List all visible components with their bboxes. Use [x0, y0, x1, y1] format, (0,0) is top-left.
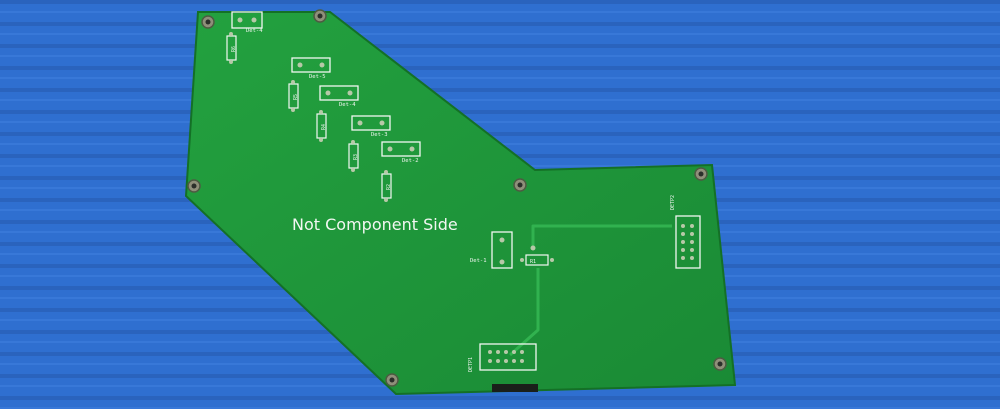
det-5-label: Det-5	[309, 74, 326, 80]
det-footprint	[231, 11, 263, 29]
det-footprint	[381, 141, 421, 157]
connector-shadow	[492, 384, 538, 392]
board-main-label: Not Component Side	[292, 215, 458, 234]
resistor-footprint	[226, 35, 237, 61]
detector-footprints	[231, 11, 513, 269]
detp2-label: DETP2	[670, 195, 676, 210]
r3-label: R3	[353, 154, 359, 160]
det-footprint	[319, 85, 359, 101]
r5-label: R5	[293, 94, 299, 100]
det-4-label: Det-4	[246, 28, 263, 34]
det-2-label: Det-2	[402, 158, 419, 164]
resistor-footprint	[316, 113, 327, 139]
r6-label: R6	[231, 46, 237, 52]
det-footprint	[291, 57, 331, 73]
det-footprint	[351, 115, 391, 131]
connector-detp1	[479, 343, 537, 371]
det-4b-label: Det-4	[339, 102, 356, 108]
det-3-label: Det-3	[371, 132, 388, 138]
resistor-footprint	[525, 254, 549, 266]
resistor-footprints	[226, 35, 549, 266]
r2-label: R2	[386, 184, 392, 190]
det-footprint	[491, 231, 513, 269]
pcb-board	[184, 11, 737, 396]
detp1-label: DETP1	[468, 357, 474, 372]
connector-detp2	[675, 215, 701, 269]
r1-label: R1	[530, 259, 536, 265]
r4-label: R4	[321, 124, 327, 130]
resistor-footprint	[348, 143, 359, 169]
det-1-label: Det-1	[470, 258, 487, 264]
resistor-footprint	[288, 83, 299, 109]
traces	[509, 224, 672, 357]
resistor-footprint	[381, 173, 392, 199]
